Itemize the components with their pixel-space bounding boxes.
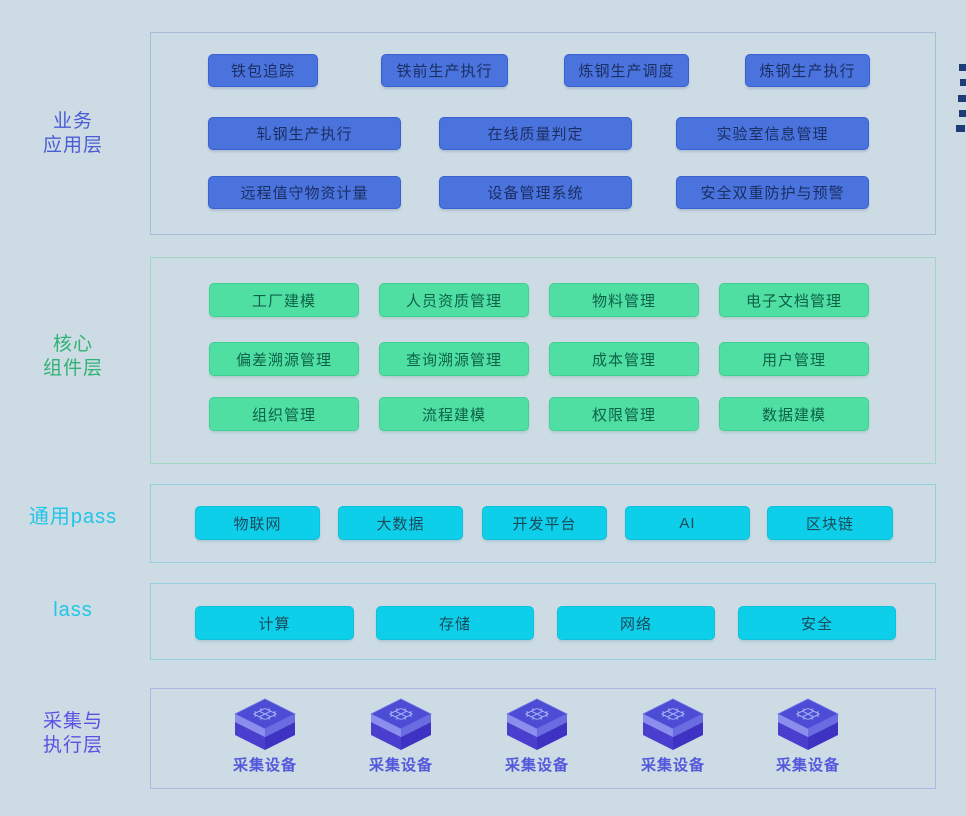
- button-big-data[interactable]: 大数据: [338, 506, 463, 540]
- button-steelmaking-dispatch[interactable]: 炼钢生产调度: [564, 54, 689, 87]
- button-user-management[interactable]: 用户管理: [719, 342, 869, 376]
- button-organization-mgmt[interactable]: 组织管理: [209, 397, 359, 431]
- layer-panel-collection-execution: 采集设备 采集设备: [150, 688, 936, 789]
- layer-label-core-components: 核心 组件层: [42, 334, 103, 379]
- edge-dash-icon: [958, 95, 966, 102]
- collection-device: 采集设备: [618, 698, 728, 775]
- collection-device: 采集设备: [482, 698, 592, 775]
- button-ladle-tracking[interactable]: 铁包追踪: [208, 54, 318, 87]
- layer-label-collection-execution: 采集与 执行层: [42, 711, 103, 756]
- device-label: 采集设备: [775, 757, 840, 774]
- collection-device: 采集设备: [210, 698, 320, 775]
- button-dev-platform[interactable]: 开发平台: [482, 506, 607, 540]
- button-edoc-management[interactable]: 电子文档管理: [719, 283, 869, 317]
- chip-cube-icon: [234, 698, 296, 750]
- button-iot[interactable]: 物联网: [195, 506, 320, 540]
- edge-dash-icon: [959, 64, 966, 71]
- button-online-quality-judge[interactable]: 在线质量判定: [439, 117, 632, 150]
- layer-panel-core-components: 工厂建模 人员资质管理 物料管理 电子文档管理 偏差溯源管理 查询溯源管理 成本…: [150, 257, 936, 464]
- device-label: 采集设备: [640, 757, 705, 774]
- button-security[interactable]: 安全: [738, 606, 896, 640]
- button-ironmaking-execution[interactable]: 铁前生产执行: [381, 54, 508, 87]
- layer-panel-iaas: 计算 存储 网络 安全: [150, 583, 936, 660]
- button-steelmaking-execution[interactable]: 炼钢生产执行: [745, 54, 870, 87]
- layer-label-paas: 通用pass: [28, 506, 118, 528]
- collection-device: 采集设备: [346, 698, 456, 775]
- button-rolling-execution[interactable]: 轧钢生产执行: [208, 117, 401, 150]
- button-data-modeling[interactable]: 数据建模: [719, 397, 869, 431]
- button-query-trace-mgmt[interactable]: 查询溯源管理: [379, 342, 529, 376]
- button-process-modeling[interactable]: 流程建模: [379, 397, 529, 431]
- button-network[interactable]: 网络: [557, 606, 715, 640]
- button-compute[interactable]: 计算: [195, 606, 354, 640]
- device-label: 采集设备: [232, 757, 297, 774]
- chip-cube-icon: [642, 698, 704, 750]
- edge-dash-icon: [956, 125, 965, 132]
- chip-cube-icon: [777, 698, 839, 750]
- edge-dash-icon: [960, 79, 966, 86]
- button-safety-dual-prevention[interactable]: 安全双重防护与预警: [676, 176, 869, 209]
- button-factory-modeling[interactable]: 工厂建模: [209, 283, 359, 317]
- layer-label-business-apps: 业务 应用层: [42, 111, 103, 156]
- collection-device: 采集设备: [753, 698, 863, 775]
- button-deviation-trace-mgmt[interactable]: 偏差溯源管理: [209, 342, 359, 376]
- chip-cube-icon: [506, 698, 568, 750]
- device-label: 采集设备: [504, 757, 569, 774]
- button-equipment-mgmt-system[interactable]: 设备管理系统: [439, 176, 632, 209]
- button-lab-info-management[interactable]: 实验室信息管理: [676, 117, 869, 150]
- button-permission-mgmt[interactable]: 权限管理: [549, 397, 699, 431]
- device-label: 采集设备: [368, 757, 433, 774]
- chip-cube-icon: [370, 698, 432, 750]
- button-material-management[interactable]: 物料管理: [549, 283, 699, 317]
- button-ai[interactable]: AI: [625, 506, 750, 540]
- button-storage[interactable]: 存储: [376, 606, 534, 640]
- layer-label-iaas: lass: [53, 599, 93, 621]
- layer-panel-paas: 物联网 大数据 开发平台 AI 区块链: [150, 484, 936, 563]
- button-blockchain[interactable]: 区块链: [767, 506, 893, 540]
- layer-panel-business-apps: 铁包追踪 铁前生产执行 炼钢生产调度 炼钢生产执行 轧钢生产执行 在线质量判定 …: [150, 32, 936, 235]
- button-cost-management[interactable]: 成本管理: [549, 342, 699, 376]
- edge-dash-icon: [959, 110, 966, 117]
- button-personnel-qualification[interactable]: 人员资质管理: [379, 283, 529, 317]
- button-remote-material-metering[interactable]: 远程值守物资计量: [208, 176, 401, 209]
